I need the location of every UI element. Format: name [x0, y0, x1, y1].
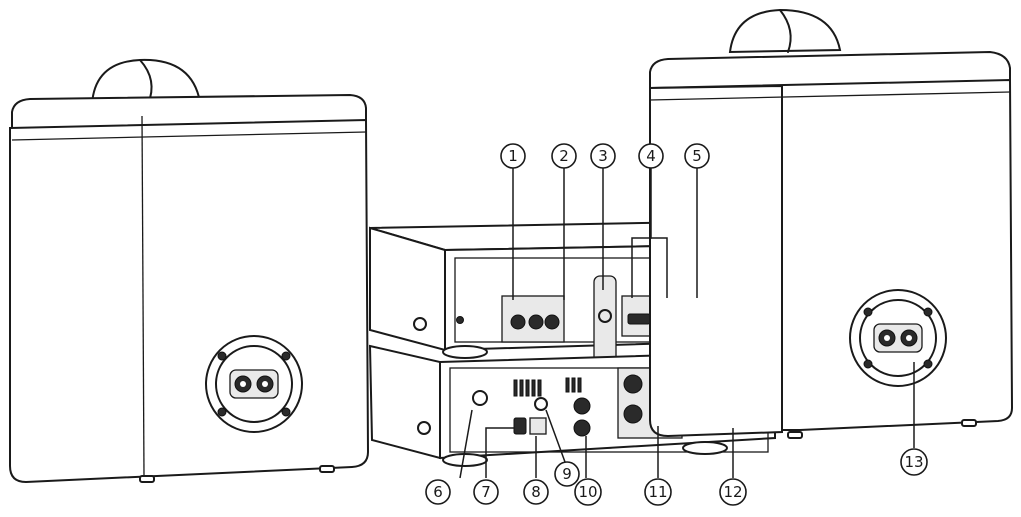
callout-4: 4: [638, 143, 664, 169]
callout-6: 6: [425, 479, 451, 505]
svg-text:3: 3: [598, 147, 608, 165]
callout-11: 11: [644, 478, 672, 506]
right-speaker: [649, 8, 1014, 439]
svg-text:11: 11: [648, 483, 667, 501]
leader-lines: [459, 168, 915, 479]
svg-text:8: 8: [531, 483, 541, 501]
svg-text:13: 13: [904, 453, 923, 471]
callout-3: 3: [590, 143, 616, 169]
callouts: 1 2 3 4 5 6 7 8: [425, 143, 928, 506]
callout-8: 8: [523, 479, 549, 505]
left-speaker-terminal-plate: [205, 335, 303, 433]
svg-text:6: 6: [433, 483, 443, 501]
svg-text:4: 4: [646, 147, 656, 165]
callout-9: 9: [554, 461, 580, 487]
callout-1: 1: [500, 143, 526, 169]
svg-text:9: 9: [562, 465, 572, 483]
callout-13: 13: [900, 448, 928, 476]
svg-text:1: 1: [508, 147, 518, 165]
svg-text:2: 2: [559, 147, 569, 165]
svg-text:7: 7: [481, 483, 491, 501]
callout-12: 12: [719, 478, 747, 506]
callout-10: 10: [574, 478, 602, 506]
right-speaker-terminal-plate: [849, 289, 947, 387]
left-speaker: [9, 58, 370, 484]
callout-2: 2: [551, 143, 577, 169]
svg-text:10: 10: [578, 483, 597, 501]
svg-text:12: 12: [723, 483, 742, 501]
svg-text:5: 5: [692, 147, 702, 165]
callout-5: 5: [684, 143, 710, 169]
callout-7: 7: [473, 479, 499, 505]
